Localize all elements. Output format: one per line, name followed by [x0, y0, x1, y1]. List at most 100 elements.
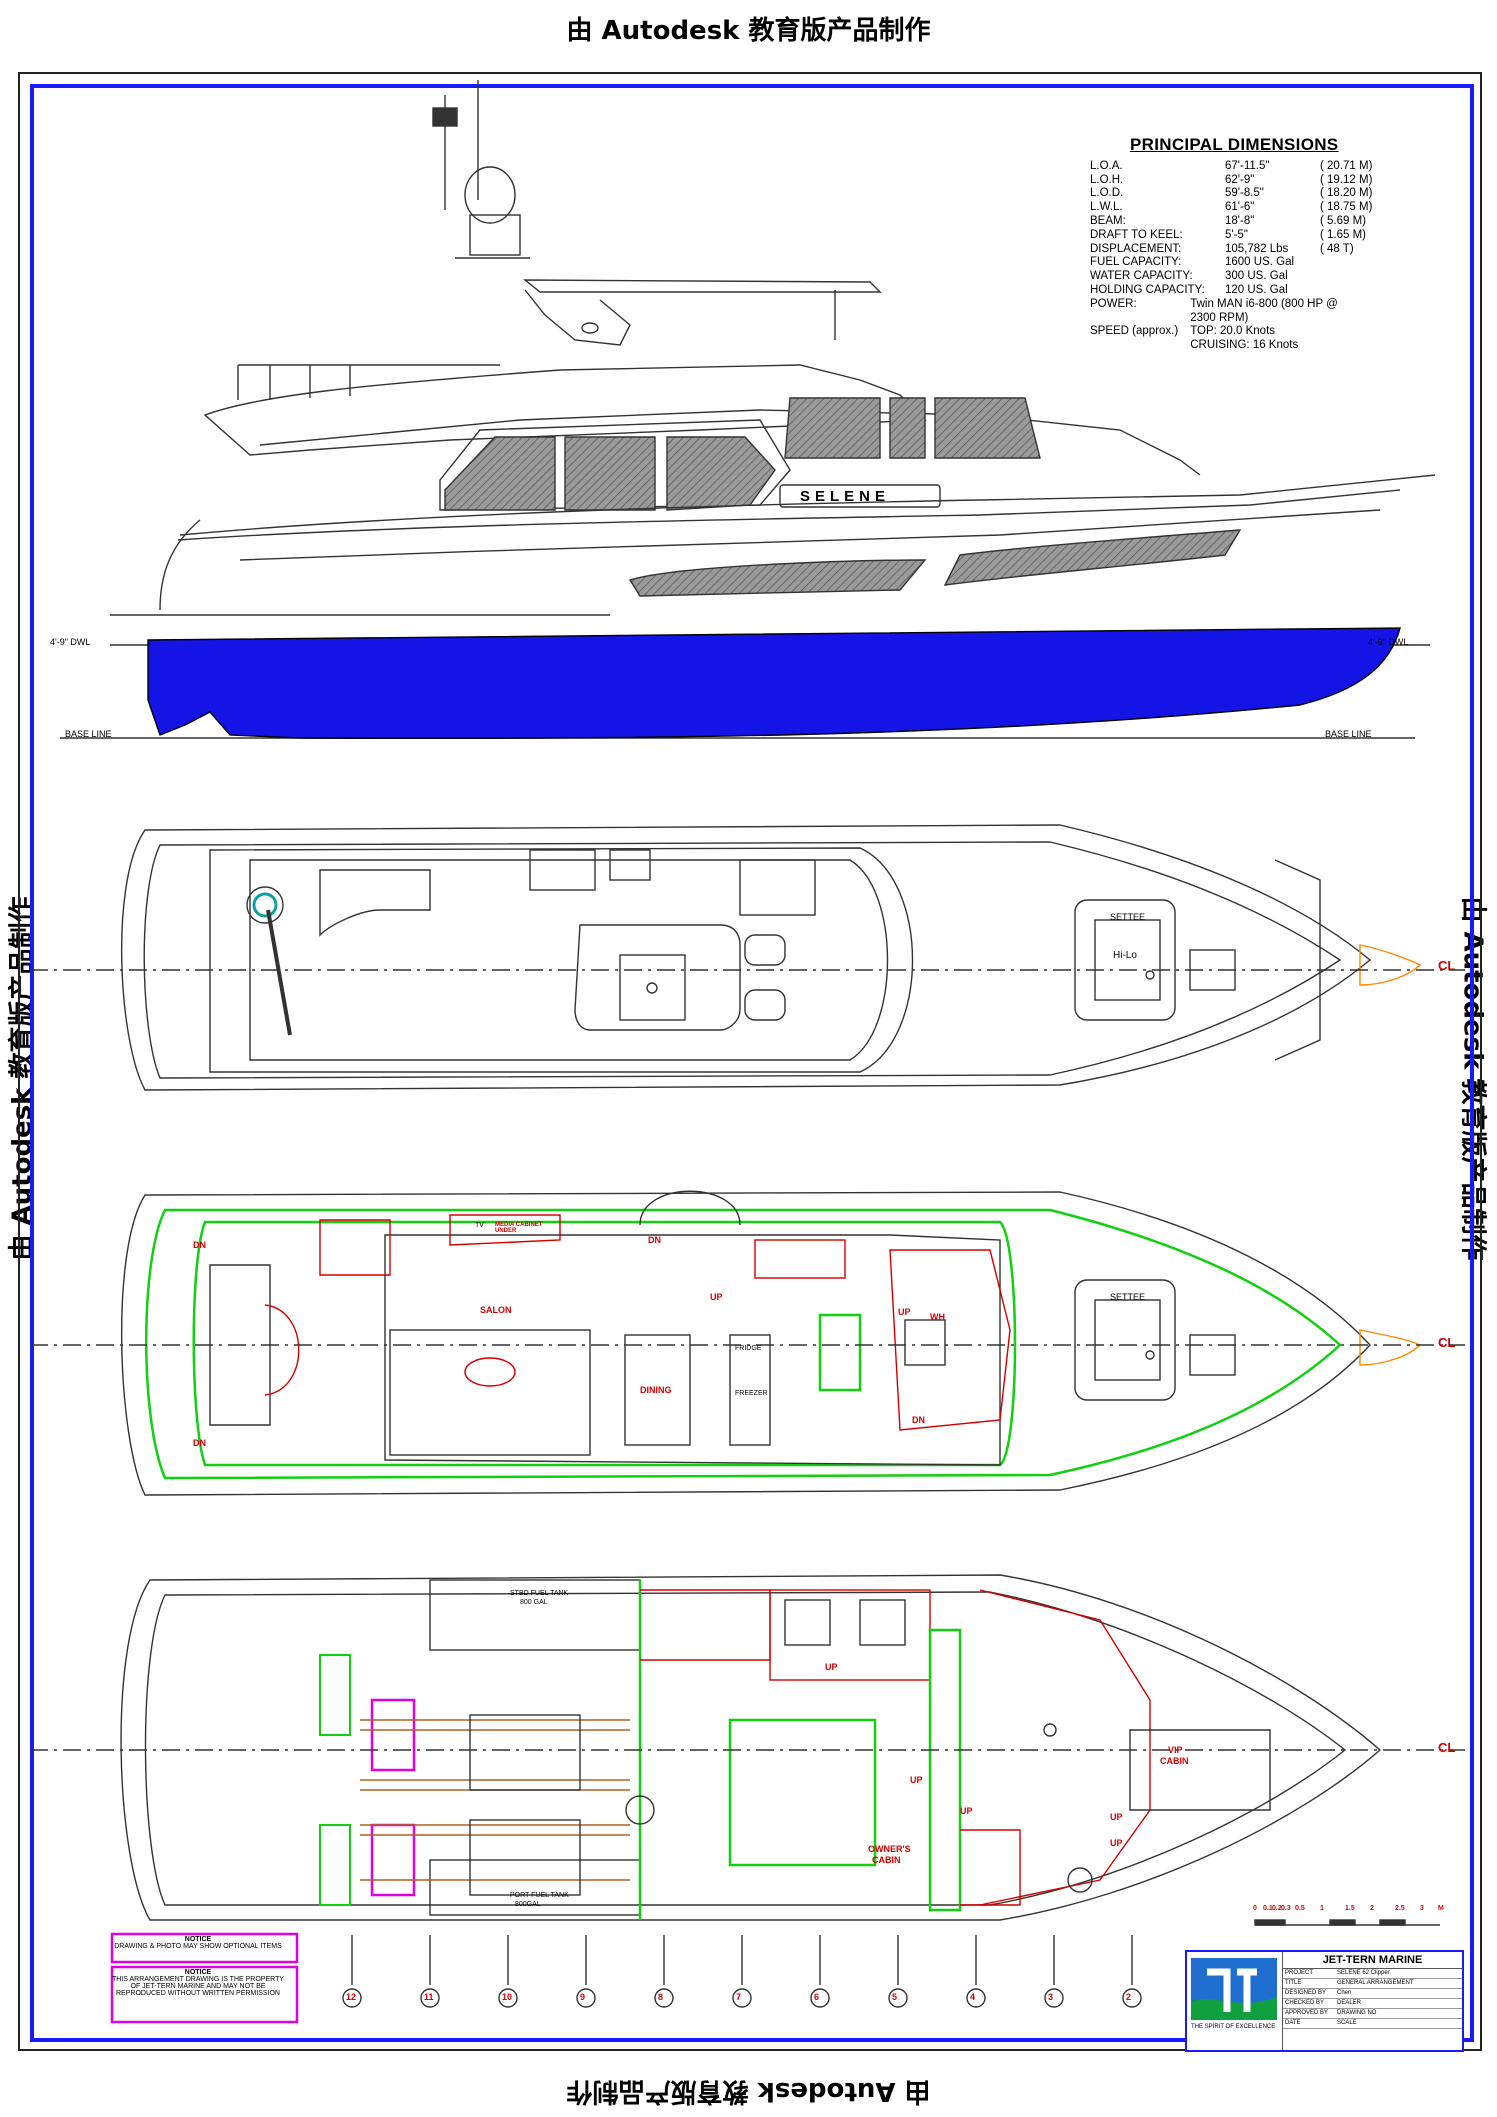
lower-up-label-5: UP	[1110, 1838, 1123, 1848]
dimension-key: POWER:	[1090, 297, 1137, 310]
tv-label: TV	[475, 1222, 484, 1229]
notice-2-body: THIS ARRANGEMENT DRAWING IS THE PROPERTY…	[111, 1976, 285, 1997]
main-dn-label-1: DN	[193, 1240, 206, 1250]
main-settee-label: SETTEE	[1110, 1292, 1146, 1302]
dimension-metric	[1361, 339, 1450, 353]
dimension-row: POWER: Twin MAN i6-800 (800 HP @ 2300 RPM…	[1090, 298, 1450, 326]
dimension-key: L.W.L.	[1090, 201, 1123, 214]
title-block: THE SPIRIT OF EXCELLENCE JET-TERN MARINE…	[1185, 1950, 1464, 2052]
base-line-right-label: BASE LINE	[1325, 729, 1372, 739]
freezer-label: FREEZER	[735, 1390, 768, 1397]
lower-up-label-3: UP	[960, 1806, 973, 1816]
dimension-row: L.O.H.62'-9"( 19.12 M)	[1090, 174, 1450, 188]
title-block-row: DATE SCALE	[1283, 2019, 1462, 2029]
flybridge-plan	[30, 824, 1465, 1091]
flybridge-centerline-mark: CL	[1438, 958, 1456, 973]
dimension-key: BEAM:	[1090, 214, 1126, 227]
salon-label: SALON	[480, 1305, 512, 1315]
main-dn-label-3: DN	[648, 1235, 661, 1245]
station-label: 4	[970, 1992, 976, 2002]
fridge-label: FRIDGE	[735, 1345, 762, 1352]
company-name: JET-TERN MARINE	[1283, 1952, 1462, 1969]
wheelhouse-label: WH	[930, 1312, 945, 1322]
dining-label: DINING	[640, 1385, 672, 1395]
dimension-imperial: 62'-9"	[1225, 173, 1255, 186]
station-label: 12	[346, 1992, 357, 2002]
notice-box-1: NOTICE DRAWING & PHOTO MAY SHOW OPTIONAL…	[108, 1936, 288, 1950]
dwl-right-label: 4'-9" DWL	[1368, 637, 1409, 647]
dimension-imperial: 18'-8"	[1225, 214, 1255, 227]
title-block-row-value: SCALE	[1337, 2020, 1357, 2026]
dimension-metric	[1361, 298, 1450, 326]
scale-bar-label: 0.2	[1272, 1905, 1282, 1912]
dimension-imperial: 5'-5"	[1225, 228, 1248, 241]
main-centerline-mark: CL	[1438, 1335, 1456, 1350]
dimension-row: FUEL CAPACITY: 1600 US. Gal	[1090, 256, 1450, 270]
dimension-metric: ( 19.12 M)	[1320, 173, 1373, 186]
dimension-metric: ( 18.75 M)	[1320, 201, 1373, 214]
dimension-imperial: 59'-8.5"	[1225, 187, 1264, 200]
scale-bar-label: 0.1	[1263, 1905, 1273, 1912]
dimension-row: L.O.A.67'-11.5"( 20.71 M)	[1090, 160, 1450, 174]
dimension-metric	[1361, 325, 1450, 339]
dimension-imperial: 61'-6"	[1225, 201, 1255, 214]
scale-bar-label: 1	[1320, 1905, 1324, 1912]
scale-bar	[1254, 1919, 1440, 1926]
title-block-row-label: APPROVED BY	[1285, 2010, 1329, 2016]
title-block-row-value: GENERAL ARRANGEMENT	[1337, 1980, 1414, 1986]
dimension-key: WATER CAPACITY:	[1090, 270, 1193, 283]
scale-bar-label: 1.5	[1345, 1905, 1355, 1912]
company-tagline: THE SPIRIT OF EXCELLENCE	[1191, 2024, 1276, 2030]
title-block-row-label: CHECKED BY	[1285, 2000, 1325, 2006]
lower-up-label-1: UP	[825, 1662, 838, 1672]
lower-up-label-2: UP	[910, 1775, 923, 1785]
title-block-row-value: DEALER	[1337, 2000, 1362, 2006]
media-cabinet-label: MEDIA CABINET UNDER	[495, 1222, 543, 1234]
flybridge-hilo-label: Hi-Lo	[1113, 950, 1137, 961]
scale-bar-label: 0	[1253, 1905, 1257, 1912]
dimension-imperial: 120 US. Gal	[1225, 283, 1288, 296]
boat-name: SELENE	[800, 488, 891, 505]
lower-up-label-4: UP	[1110, 1812, 1123, 1822]
dimension-key: DISPLACEMENT:	[1090, 242, 1182, 255]
dimension-row: BEAM:18'-8"( 5.69 M)	[1090, 215, 1450, 229]
dimension-imperial: 1600 US. Gal	[1225, 256, 1295, 269]
scale-bar-label: 0.5	[1295, 1905, 1305, 1912]
main-up-label-2: UP	[898, 1307, 911, 1317]
scale-bar-label: 3	[1420, 1905, 1424, 1912]
dimension-imperial: TOP: 20.0 Knots	[1190, 325, 1276, 338]
flybridge-settee-label: SETTEE	[1110, 912, 1146, 922]
dimension-imperial: 105,782 Lbs	[1225, 242, 1289, 255]
title-block-row-label: DESIGNED BY	[1285, 1990, 1327, 1996]
title-block-row-label: DATE	[1285, 2020, 1301, 2026]
station-label: 9	[580, 1992, 586, 2002]
title-block-row: APPROVED BY DRAWING NO	[1283, 2009, 1462, 2019]
station-label: 11	[424, 1992, 434, 2002]
stbd-fuel-tank-label: STBD FUEL TANK	[510, 1590, 569, 1597]
dimension-key: DRAFT TO KEEL:	[1090, 228, 1183, 241]
dimension-row: DISPLACEMENT:105,782 Lbs( 48 T)	[1090, 243, 1450, 257]
notice-box-2: NOTICE THIS ARRANGEMENT DRAWING IS THE P…	[108, 1969, 288, 1997]
dimension-metric	[1320, 256, 1440, 270]
title-block-row-value: SELENE 62 Clipper	[1337, 1970, 1390, 1976]
dimension-imperial: Twin MAN i6-800 (800 HP @ 2300 RPM)	[1190, 297, 1338, 324]
dimension-metric: ( 1.65 M)	[1320, 228, 1367, 241]
base-line-left-label: BASE LINE	[65, 729, 112, 739]
profile-view	[60, 80, 1436, 739]
dimension-key: FUEL CAPACITY:	[1090, 256, 1182, 269]
station-label: 6	[814, 1992, 820, 2002]
vip-label: VIP	[1168, 1745, 1183, 1755]
lower-deck-plan	[30, 1574, 1465, 1921]
drawing-border-inner	[30, 84, 1474, 2042]
dimension-metric: ( 18.20 M)	[1320, 187, 1373, 200]
main-deck-plan	[30, 1190, 1465, 1496]
drawing-border-outer	[18, 72, 1482, 2051]
scale-bar-label: 2	[1370, 1905, 1374, 1912]
dimension-row: WATER CAPACITY:300 US. Gal	[1090, 270, 1450, 284]
dimension-key: L.O.A.	[1090, 159, 1123, 172]
dimension-row: CRUISING: 16 Knots	[1090, 339, 1450, 353]
title-block-row-value: DRAWING NO	[1337, 2010, 1377, 2016]
